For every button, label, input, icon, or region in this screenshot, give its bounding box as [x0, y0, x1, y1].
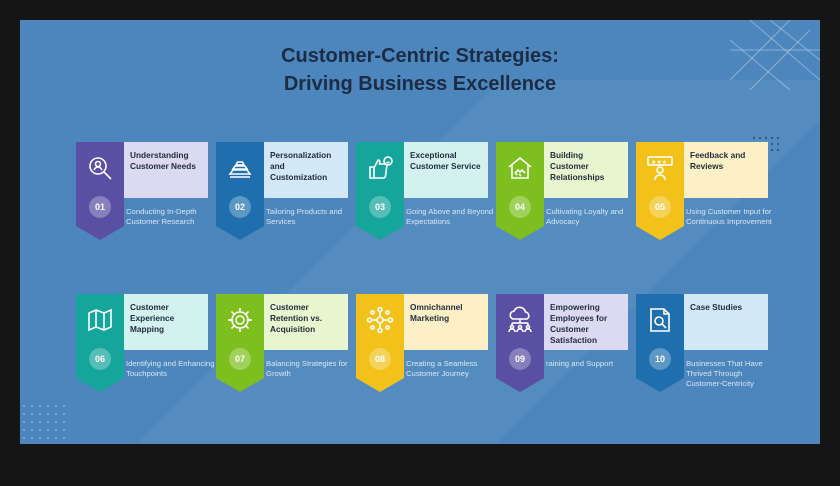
card-title: Case Studies: [684, 294, 768, 350]
step-number: 03: [369, 196, 391, 218]
strategy-card-09: 09 Empowering Employees for Customer Sat…: [496, 294, 628, 394]
cloud-team-icon: [508, 306, 532, 333]
stacked-layers-icon: [228, 161, 252, 178]
card-band: [76, 142, 124, 226]
strategy-card-04: 04 Building Customer Relationships Culti…: [496, 142, 628, 242]
card-band-tip: [216, 226, 264, 240]
card-title: Empowering Employees for Customer Satisf…: [544, 294, 628, 350]
card-band-tip: [356, 378, 404, 392]
card-band-tip: [76, 378, 124, 392]
card-band: [76, 294, 124, 378]
card-description: raining and Support: [546, 359, 614, 368]
card-band: [216, 142, 264, 226]
card-band-tip: [636, 226, 684, 240]
network-icon: [366, 306, 394, 334]
card-description: Cultivating Loyalty and Advocacy: [546, 207, 624, 226]
card-title: Exceptional Customer Service: [404, 142, 488, 198]
card-description: Going Above and Beyond Expectations: [406, 207, 494, 226]
strategy-card-03: 03 Exceptional Customer Service Going Ab…: [356, 142, 493, 242]
card-title: Customer Experience Mapping: [124, 294, 208, 350]
step-number: 04: [509, 196, 531, 218]
card-description: Balancing Strategies for Growth: [266, 359, 348, 378]
infographic-slide: Customer-Centric Strategies: Driving Bus…: [20, 20, 820, 444]
card-description: Creating a Seamless Customer Journey: [406, 359, 478, 378]
infographic-title: Customer-Centric Strategies: Driving Bus…: [20, 42, 820, 98]
card-band-tip: [496, 226, 544, 240]
document-search-icon: [650, 308, 670, 332]
card-band: [636, 142, 684, 226]
strategy-card-05: ★★★ 05 Feedback and Reviews Using Custom…: [636, 142, 772, 242]
step-number: 02: [229, 196, 251, 218]
card-description: Tailoring Products and Services: [266, 207, 343, 226]
strategy-card-08: 08 Omnichannel Marketing Creating a Seam…: [356, 294, 488, 394]
card-band: [636, 294, 684, 378]
gear-icon: [228, 308, 252, 332]
title-line-1: Customer-Centric Strategies:: [281, 45, 559, 67]
strategy-card-07: 07 Customer Retention vs. Acquisition Ba…: [216, 294, 348, 394]
card-title: Customer Retention vs. Acquisition: [264, 294, 348, 350]
card-description: Conducting In-Depth Customer Research: [126, 207, 197, 226]
card-band-tip: [496, 378, 544, 392]
strategy-card-02: 02 Personalization and Customization Tai…: [216, 142, 348, 242]
step-number: 06: [89, 348, 111, 370]
house-handshake-icon: [508, 156, 532, 179]
card-band: [496, 142, 544, 226]
card-title: Building Customer Relationships: [544, 142, 628, 198]
decorative-lines: [730, 20, 820, 90]
strategy-card-10: 10 Case Studies Businesses That Have Thr…: [636, 294, 768, 394]
card-band-tip: [636, 378, 684, 392]
card-band-tip: [76, 226, 124, 240]
card-band-tip: [216, 378, 264, 392]
step-number: 07: [229, 348, 251, 370]
step-number: 10: [649, 348, 671, 370]
magnifier-person-icon: [89, 157, 112, 180]
card-description: Businesses That Have Thrived Through Cus…: [686, 359, 763, 388]
step-number: 08: [369, 348, 391, 370]
card-band: [356, 142, 404, 226]
card-title: Feedback and Reviews: [684, 142, 768, 198]
title-line-2: Driving Business Excellence: [283, 73, 557, 95]
card-title: Omnichannel Marketing: [404, 294, 488, 350]
card-title: Understanding Customer Needs: [124, 142, 208, 198]
rating-stars-icon: ★★★: [647, 156, 673, 181]
step-number: 09: [509, 348, 531, 370]
card-band-tip: [356, 226, 404, 240]
card-title: Personalization and Customization: [264, 142, 348, 198]
svg-text:★★★: ★★★: [651, 159, 667, 166]
thumbs-up-smile-icon: [369, 156, 393, 179]
decorative-dots-bottom: [23, 405, 65, 439]
card-description: Using Customer Input for Continuous Impr…: [686, 207, 772, 226]
step-number: 01: [89, 196, 111, 218]
step-number: 05: [649, 196, 671, 218]
strategy-card-01: 01 Understanding Customer Needs Conducti…: [76, 142, 208, 242]
strategy-card-06: 06 Customer Experience Mapping Identifyi…: [76, 294, 214, 394]
card-description: Identifying and Enhancing Touchpoints: [126, 359, 215, 378]
map-icon: [88, 308, 112, 332]
